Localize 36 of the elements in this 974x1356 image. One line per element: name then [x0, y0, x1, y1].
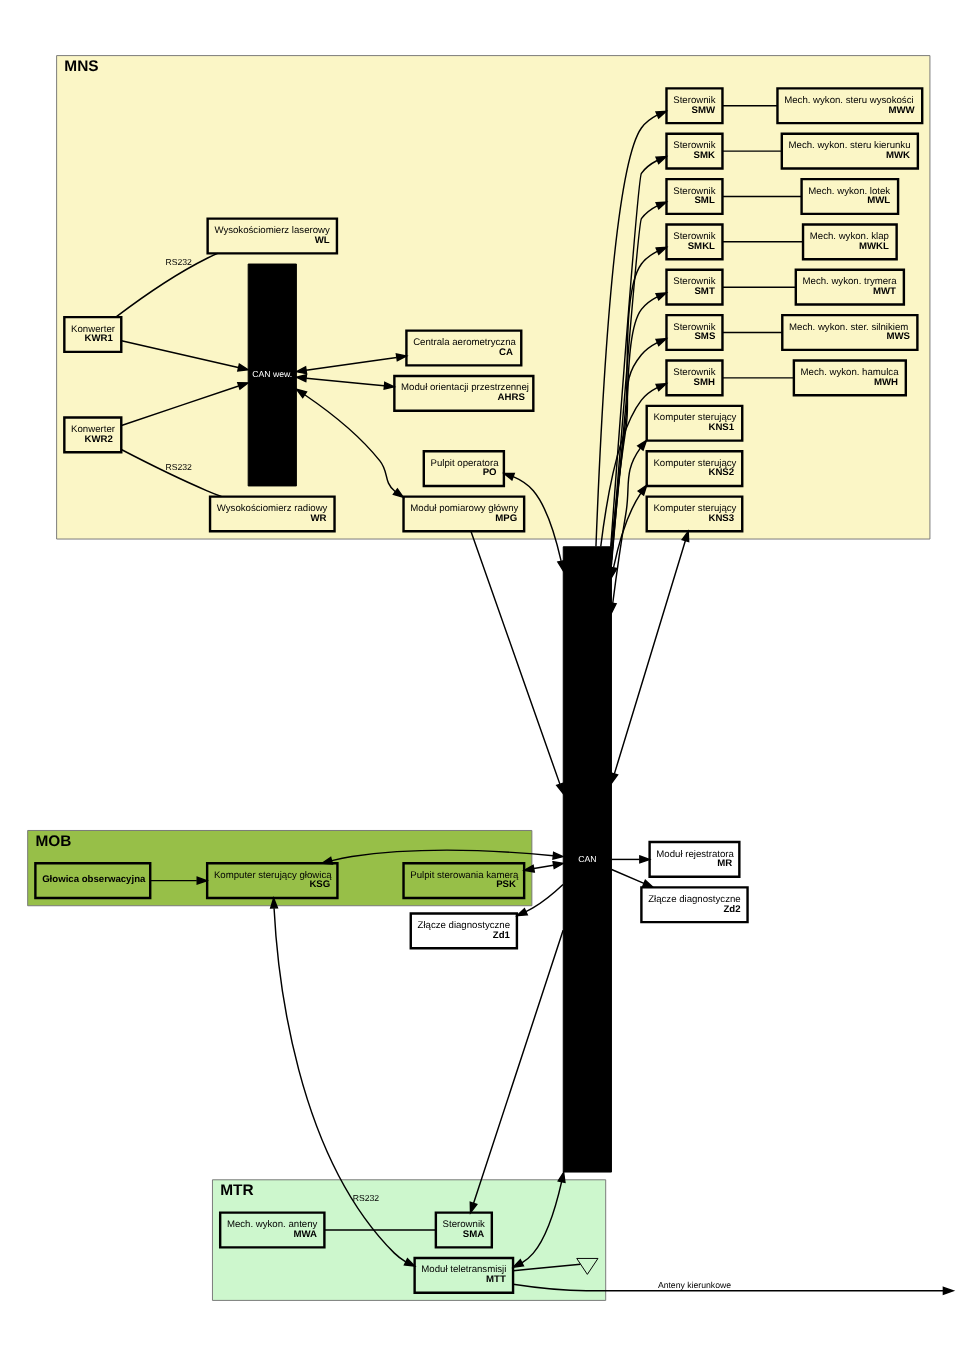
- connector: [721, 331, 783, 334]
- arrow: [120, 382, 251, 427]
- arrow: [600, 382, 669, 548]
- connector: [323, 1229, 437, 1231]
- node-antenna: [576, 1257, 599, 1275]
- arrow: [470, 530, 564, 796]
- arrow: [269, 896, 417, 1268]
- arrow: [294, 353, 409, 375]
- connector: [721, 286, 797, 288]
- arrow: [294, 388, 406, 499]
- arrow: [522, 860, 566, 873]
- connector: [721, 105, 778, 107]
- arrow: [501, 472, 566, 573]
- connector: [721, 195, 802, 198]
- connector: [120, 448, 223, 498]
- connector: [721, 377, 795, 379]
- arrow: [512, 1283, 956, 1296]
- arrow: [320, 849, 566, 865]
- arrow: [610, 292, 669, 561]
- arrow: [610, 529, 690, 786]
- connector: [721, 150, 783, 152]
- arrow: [608, 438, 648, 616]
- connector: [512, 1263, 582, 1272]
- arrow: [610, 855, 652, 864]
- arrow: [149, 876, 210, 886]
- connector: [115, 252, 219, 318]
- arrow: [609, 483, 648, 580]
- arrow: [595, 110, 669, 548]
- arrow: [294, 373, 397, 391]
- arrow: [515, 883, 564, 917]
- arrow: [610, 337, 669, 548]
- arrow: [610, 868, 655, 889]
- connector: [721, 241, 804, 243]
- arrow: [469, 929, 564, 1215]
- arrow: [120, 340, 251, 372]
- arrow: [511, 1170, 566, 1269]
